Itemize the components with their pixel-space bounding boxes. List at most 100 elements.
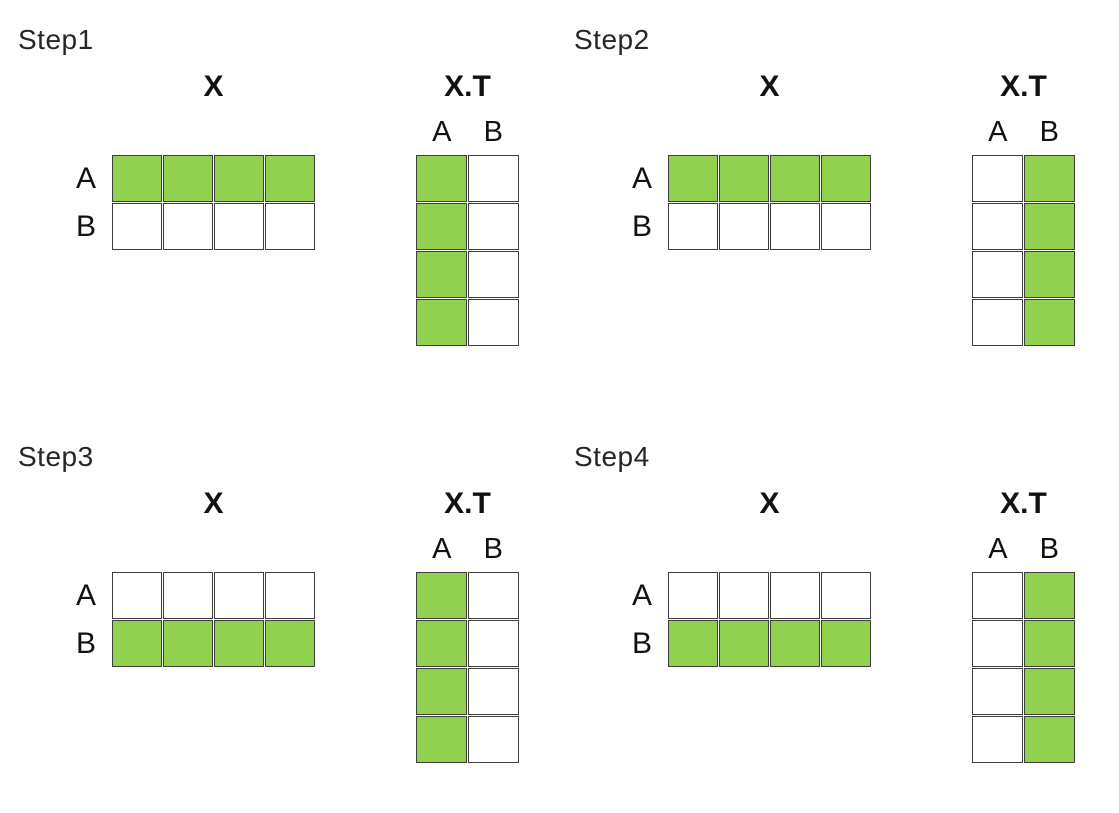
xt-cell-a-2 xyxy=(416,203,467,250)
xt-col-header: A xyxy=(432,115,452,148)
x-matrix-title: X xyxy=(203,70,224,103)
xt-cell-b-4 xyxy=(468,299,519,346)
step-label: Step1 xyxy=(18,24,94,55)
xt-cell-b-3 xyxy=(1024,668,1075,715)
xt-matrix-title: X.T xyxy=(1000,70,1047,103)
x-cell-b-1 xyxy=(668,620,718,667)
x-cell-a-2 xyxy=(719,572,769,619)
x-cell-a-3 xyxy=(214,155,264,202)
x-row-label: A xyxy=(75,578,96,612)
x-row-label: A xyxy=(631,578,652,612)
xt-cell-b-2 xyxy=(468,620,519,667)
xt-cell-a-3 xyxy=(972,251,1023,298)
xt-matrix-title: X.T xyxy=(444,487,491,520)
x-grid xyxy=(668,572,871,667)
x-cell-a-3 xyxy=(214,572,264,619)
x-cell-a-4 xyxy=(265,155,315,202)
xt-grid xyxy=(416,155,519,346)
x-row-label: B xyxy=(75,209,96,243)
xt-col-header: A xyxy=(988,115,1008,148)
xt-cell-b-3 xyxy=(1024,251,1075,298)
xt-grid xyxy=(416,572,519,763)
x-cell-a-1 xyxy=(668,155,718,202)
x-cell-a-3 xyxy=(770,572,820,619)
xt-grid xyxy=(972,155,1075,346)
xt-col-header: B xyxy=(1039,532,1059,565)
xt-cell-b-3 xyxy=(468,251,519,298)
xt-cell-b-3 xyxy=(468,668,519,715)
step-label: Step4 xyxy=(574,441,650,472)
x-cell-a-2 xyxy=(163,572,213,619)
xt-cell-b-2 xyxy=(468,203,519,250)
x-cell-b-4 xyxy=(821,620,871,667)
x-matrix-title: X xyxy=(203,487,224,520)
xt-cell-a-3 xyxy=(416,668,467,715)
xt-cell-a-2 xyxy=(416,620,467,667)
x-cell-a-4 xyxy=(821,155,871,202)
xt-cell-a-1 xyxy=(972,155,1023,202)
x-grid xyxy=(668,155,871,250)
xt-cell-b-1 xyxy=(468,155,519,202)
x-cell-a-4 xyxy=(821,572,871,619)
x-matrix-title: X xyxy=(759,487,780,520)
x-cell-a-2 xyxy=(719,155,769,202)
xt-cell-a-4 xyxy=(416,716,467,763)
x-cell-b-1 xyxy=(112,620,162,667)
xt-cell-a-1 xyxy=(416,155,467,202)
x-grid xyxy=(112,155,315,250)
xt-col-header: B xyxy=(483,532,503,565)
xt-col-header: A xyxy=(432,532,452,565)
xt-cell-b-2 xyxy=(1024,620,1075,667)
xt-col-header: B xyxy=(483,115,503,148)
x-cell-a-2 xyxy=(163,155,213,202)
step-label: Step3 xyxy=(18,441,94,472)
x-cell-b-1 xyxy=(668,203,718,250)
x-row-label: A xyxy=(631,161,652,195)
xt-cell-b-4 xyxy=(1024,299,1075,346)
xt-cell-b-1 xyxy=(1024,572,1075,619)
x-cell-b-2 xyxy=(719,620,769,667)
x-row-label: A xyxy=(75,161,96,195)
x-cell-b-4 xyxy=(265,203,315,250)
xt-cell-b-2 xyxy=(1024,203,1075,250)
x-matrix-title: X xyxy=(759,70,780,103)
x-cell-a-4 xyxy=(265,572,315,619)
xt-cell-a-4 xyxy=(972,299,1023,346)
xt-col-header: A xyxy=(988,532,1008,565)
x-cell-b-3 xyxy=(214,203,264,250)
xt-cell-b-4 xyxy=(468,716,519,763)
xt-col-header: B xyxy=(1039,115,1059,148)
x-cell-b-4 xyxy=(265,620,315,667)
xt-cell-a-4 xyxy=(416,299,467,346)
xt-cell-b-1 xyxy=(468,572,519,619)
x-cell-b-1 xyxy=(112,203,162,250)
xt-cell-a-3 xyxy=(416,251,467,298)
x-cell-b-2 xyxy=(719,203,769,250)
xt-cell-a-2 xyxy=(972,203,1023,250)
xt-grid xyxy=(972,572,1075,763)
xt-cell-b-1 xyxy=(1024,155,1075,202)
x-cell-b-3 xyxy=(214,620,264,667)
x-cell-b-2 xyxy=(163,620,213,667)
x-cell-a-1 xyxy=(668,572,718,619)
x-cell-a-1 xyxy=(112,572,162,619)
xt-cell-a-4 xyxy=(972,716,1023,763)
x-row-label: B xyxy=(631,209,652,243)
xt-cell-a-3 xyxy=(972,668,1023,715)
x-cell-b-3 xyxy=(770,620,820,667)
x-cell-a-3 xyxy=(770,155,820,202)
step-label: Step2 xyxy=(574,24,650,55)
xt-matrix-title: X.T xyxy=(444,70,491,103)
xt-cell-a-2 xyxy=(972,620,1023,667)
xt-cell-a-1 xyxy=(416,572,467,619)
